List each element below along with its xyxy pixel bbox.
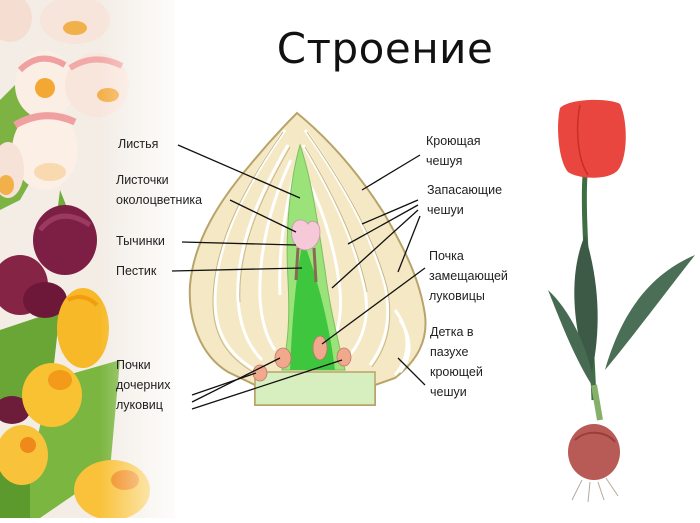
label-replacement-bulb-bud: Почка замещающей луковицы [429, 249, 508, 303]
label-covering-scale: Кроющая чешуя [426, 134, 481, 168]
label-storage-scales: Запасающие чешуи [427, 183, 503, 217]
label-daughter-bulb-buds: Почки дочерних луковиц [116, 358, 171, 412]
label-stamens: Тычинки [116, 234, 165, 248]
label-leaves: Листья [118, 137, 159, 151]
label-perianth-leaflets: Листочки околоцветника [116, 173, 203, 207]
label-offset-bulblet: Детка в пазухе кроющей чешуи [430, 325, 483, 399]
label-pistil: Пестик [116, 264, 157, 278]
image-fade-overlay [100, 0, 190, 518]
tulip-plant-illustration [548, 99, 695, 503]
page-title: Строение [276, 24, 494, 73]
